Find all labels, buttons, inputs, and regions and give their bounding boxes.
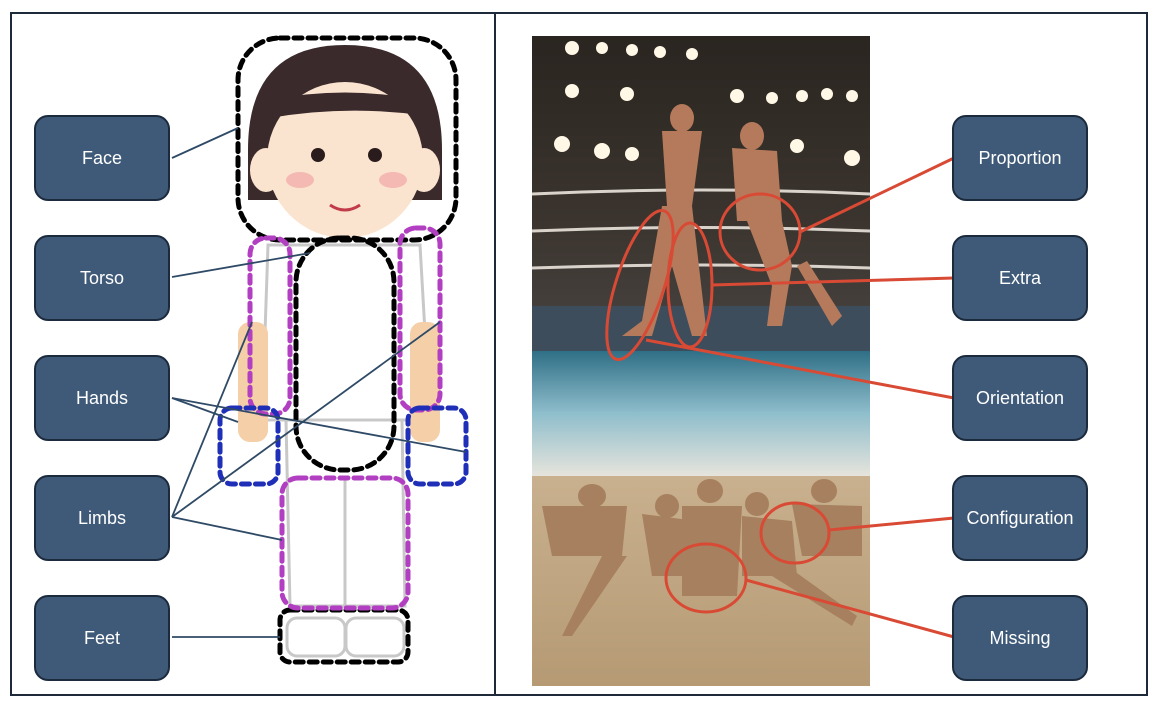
label-configuration-text: Configuration	[966, 507, 1074, 528]
label-missing-text: Missing	[989, 627, 1051, 648]
torso-outline	[293, 235, 397, 473]
legs-outline	[279, 475, 411, 611]
right-hand-outline	[405, 405, 469, 487]
label-proportion: Proportion	[952, 115, 1088, 201]
label-limbs: Limbs	[34, 475, 170, 561]
generated-image-svg	[532, 36, 870, 686]
label-limbs-text: Limbs	[77, 507, 126, 528]
missing-circle	[664, 542, 748, 614]
proportion-circle	[718, 192, 802, 272]
feet-outline	[277, 607, 411, 665]
label-orientation: Orientation	[952, 355, 1088, 441]
label-hands: Hands	[34, 355, 170, 441]
generated-image	[532, 36, 870, 686]
label-feet-text: Feet	[83, 627, 121, 648]
label-torso-text: Torso	[79, 267, 124, 288]
left-connectors	[171, 127, 467, 638]
extra-circle	[666, 221, 714, 349]
label-torso: Torso	[34, 235, 170, 321]
configuration-circle	[759, 501, 831, 565]
right-annotations	[605, 156, 955, 639]
label-face-text: Face	[81, 147, 123, 168]
ring-ropes	[532, 188, 870, 270]
label-face: Face	[34, 115, 170, 201]
label-hands-text: Hands	[75, 387, 129, 408]
label-extra: Extra	[952, 235, 1088, 321]
left-hand-outline	[217, 405, 281, 487]
label-feet: Feet	[34, 595, 170, 681]
label-extra-text: Extra	[998, 267, 1041, 288]
arena-lights	[554, 41, 860, 166]
orientation-circle	[605, 208, 675, 362]
person-shirt	[260, 243, 432, 422]
label-missing: Missing	[952, 595, 1088, 681]
label-proportion-text: Proportion	[978, 147, 1062, 168]
person-face	[267, 82, 423, 238]
wrestlers	[622, 104, 842, 336]
label-configuration: Configuration	[952, 475, 1088, 561]
cartoon-person-icon	[238, 45, 442, 658]
label-orientation-text: Orientation	[975, 387, 1065, 408]
panel-divider	[494, 12, 496, 696]
